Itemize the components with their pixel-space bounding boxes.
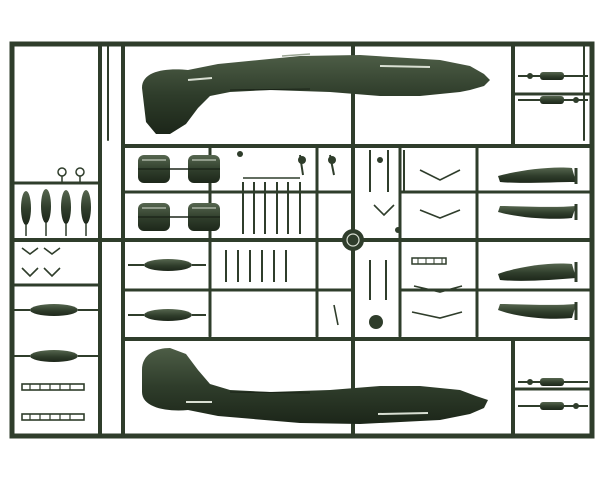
- sprue-hub-ring: [346, 233, 360, 247]
- detail-parts-right: [333, 150, 463, 329]
- parts-top-right: [518, 72, 588, 104]
- ladders-left: [21, 383, 85, 421]
- sprue-hub: [342, 229, 364, 251]
- struts-center: [225, 151, 336, 282]
- cowling-upper-b: [498, 204, 578, 220]
- bombs-upright: [21, 167, 91, 236]
- drop-tanks-left: [14, 304, 98, 362]
- engine-nacelles-center: [138, 155, 220, 231]
- cowling-lower-a: [498, 262, 578, 282]
- sprue-frame: [9, 41, 595, 439]
- cowling-upper-a: [498, 167, 578, 184]
- fuselage-half-lower: [142, 348, 488, 424]
- parts-bottom-right: [518, 378, 588, 410]
- bombs-horizontal-center: [128, 259, 206, 321]
- cowling-lower-b: [498, 302, 578, 320]
- fuselage-half-upper: [142, 53, 490, 134]
- outer-frame: [9, 41, 595, 439]
- small-props-left: [21, 247, 61, 278]
